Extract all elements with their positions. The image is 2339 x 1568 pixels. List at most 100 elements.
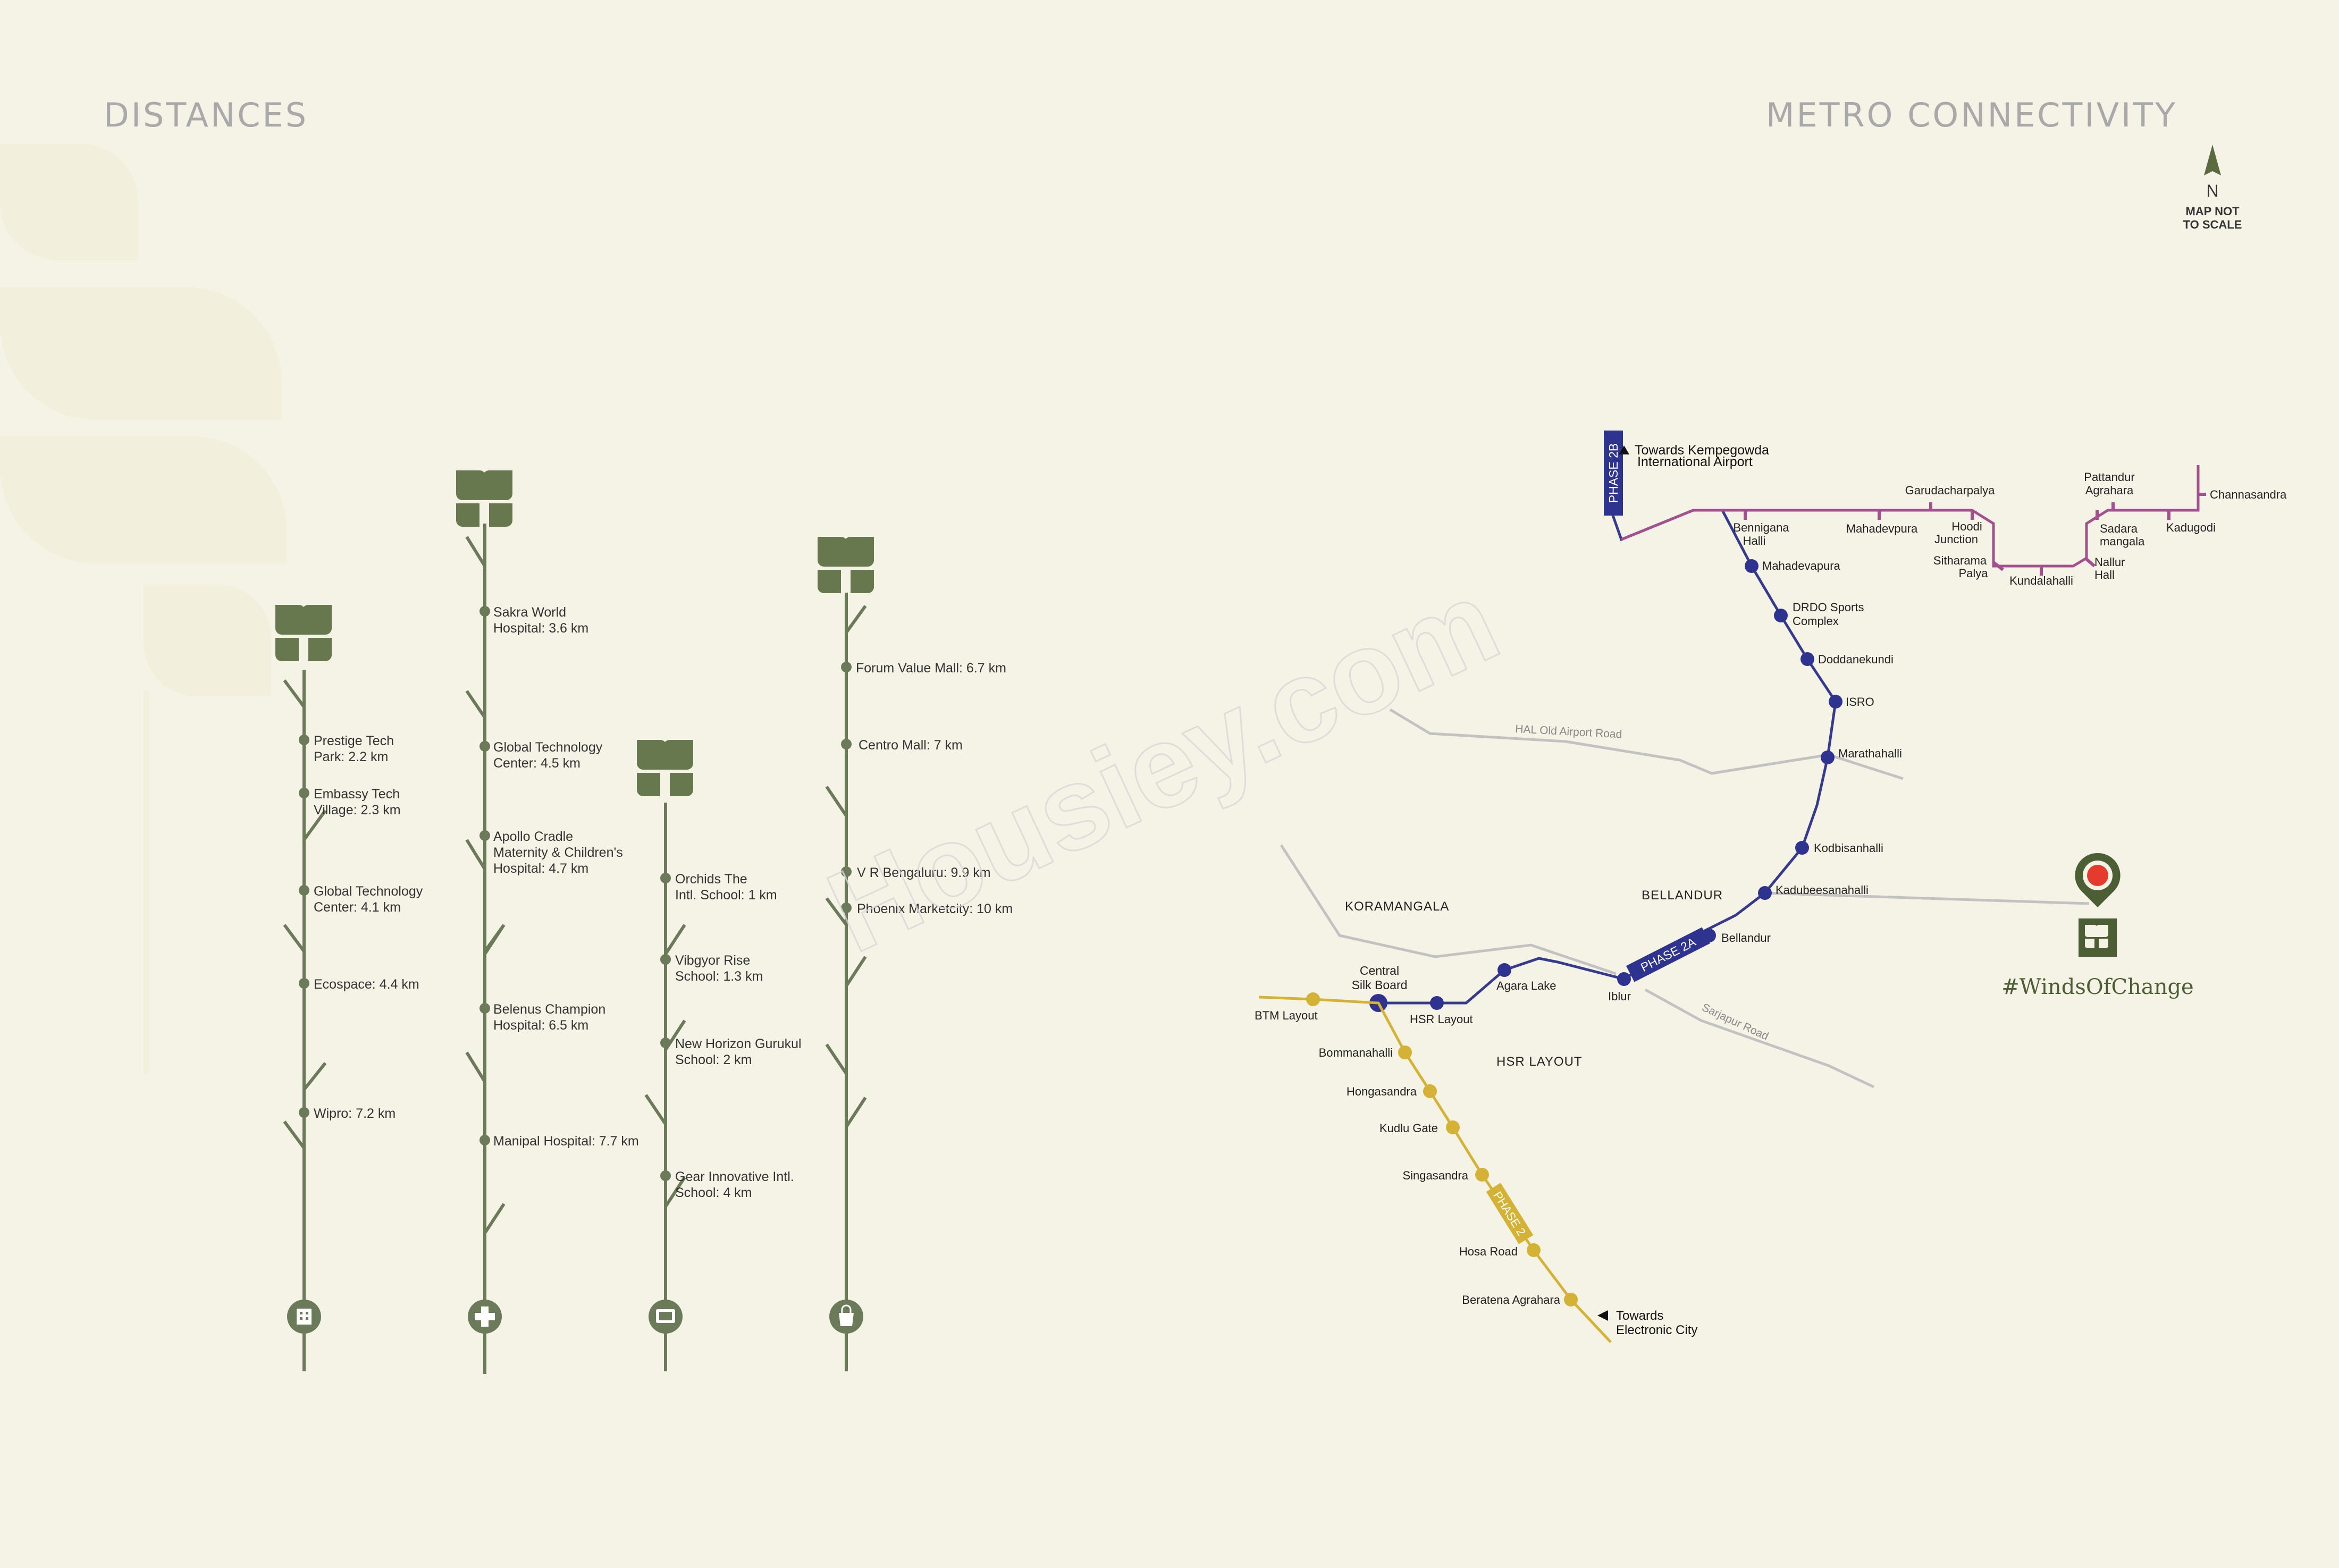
north-triangle-icon xyxy=(1619,445,1629,454)
leaf-logo-icon xyxy=(275,605,332,661)
area-label: KORAMANGALA xyxy=(1345,899,1449,914)
svg-text:BTM Layout: BTM Layout xyxy=(1255,1009,1318,1022)
road-label: Sarjapur Road xyxy=(1700,1001,1770,1043)
metro-station xyxy=(1398,1046,1412,1059)
svg-text:Agara Lake: Agara Lake xyxy=(1496,979,1556,992)
svg-text:Bellandur: Bellandur xyxy=(1721,931,1771,945)
svg-text:Hongasandra: Hongasandra xyxy=(1347,1085,1417,1098)
metro-station xyxy=(1800,652,1814,666)
metro-station xyxy=(1446,1120,1460,1134)
distance-label: Embassy Tech xyxy=(314,787,400,802)
metro-yellow-line: PHASE 2 BTM Layout Bommanahalli Hongasan… xyxy=(1255,992,1697,1343)
metro-station xyxy=(1702,929,1716,942)
svg-text:Iblur: Iblur xyxy=(1608,990,1631,1003)
watermark-text: Housiey.com xyxy=(810,555,1517,977)
metro-station xyxy=(1745,559,1759,573)
distance-label: Ecospace: 4.4 km xyxy=(314,977,419,992)
svg-text:Marathahalli: Marathahalli xyxy=(1838,747,1902,760)
metro-station xyxy=(1829,695,1842,709)
distance-label: Belenus Champion xyxy=(493,1002,605,1017)
metro-station xyxy=(1527,1243,1541,1257)
svg-text:Doddanekundi: Doddanekundi xyxy=(1818,653,1894,666)
metro-station xyxy=(1430,996,1444,1010)
north-compass: N MAP NOT TO SCALE xyxy=(2183,145,2242,231)
distance-label: Centro Mall: 7 km xyxy=(859,738,963,753)
distance-label: Orchids The xyxy=(675,872,747,887)
sarjapur-road xyxy=(1644,988,1875,1089)
metro-station xyxy=(1617,972,1631,986)
distance-column-malls: Forum Value Mall: 6.7 km Centro Mall: 7 … xyxy=(818,537,1013,1371)
distance-label: Wipro: 7.2 km xyxy=(314,1106,396,1121)
distance-label: New Horizon Gurukul xyxy=(675,1036,802,1051)
svg-text:Garudacharpalya: Garudacharpalya xyxy=(1905,484,1996,497)
leaf-logo-icon xyxy=(456,470,512,527)
phase-2b-badge: PHASE 2B xyxy=(1604,431,1623,516)
svg-text:Hosa Road: Hosa Road xyxy=(1459,1245,1518,1258)
central-road xyxy=(1280,844,1617,975)
svg-text:Bommanahalli: Bommanahalli xyxy=(1319,1046,1393,1059)
metro-station xyxy=(1497,963,1511,977)
compass-letter: N xyxy=(2206,181,2218,200)
phase-2a-badge: PHASE 2A xyxy=(1626,927,1710,982)
svg-text:Kundalahalli: Kundalahalli xyxy=(2009,574,2073,587)
svg-text:Kodbisanhalli: Kodbisanhalli xyxy=(1814,841,1883,855)
svg-text:Mahadevpura: Mahadevpura xyxy=(1846,522,1918,535)
road-label: HAL Old Airport Road xyxy=(1515,723,1622,740)
svg-text:Mahadevapura: Mahadevapura xyxy=(1762,559,1841,572)
road-to-site xyxy=(1762,891,2090,905)
metro-connectivity-heading: METRO CONNECTIVITY xyxy=(1766,96,2177,134)
roads xyxy=(1280,708,2090,1089)
svg-text:Singasandra: Singasandra xyxy=(1402,1169,1468,1182)
metro-station xyxy=(1423,1084,1437,1098)
metro-station xyxy=(1774,609,1788,622)
distances-heading: DISTANCES xyxy=(104,96,308,134)
compass-note-line1: MAP NOT xyxy=(2185,205,2240,218)
svg-text:HSR Layout: HSR Layout xyxy=(1410,1013,1473,1026)
metro-station xyxy=(1475,1168,1489,1182)
svg-text:Channasandra: Channasandra xyxy=(2210,488,2287,501)
distance-label: Apollo Cradle xyxy=(493,829,573,844)
svg-text:PHASE 2: PHASE 2 xyxy=(1491,1189,1528,1238)
leaf-logo-icon xyxy=(637,740,693,796)
towards-triangle-icon xyxy=(1597,1310,1608,1321)
phase-2-badge: PHASE 2 xyxy=(1486,1183,1534,1244)
svg-text:Kadugodi: Kadugodi xyxy=(2166,521,2216,534)
svg-text:Kudlu Gate: Kudlu Gate xyxy=(1379,1122,1438,1135)
metro-station xyxy=(1564,1293,1578,1306)
brand-logo-icon xyxy=(2079,918,2117,957)
distance-label: Prestige Tech xyxy=(314,734,394,748)
distance-label: Forum Value Mall: 6.7 km xyxy=(856,661,1006,676)
distance-label: Manipal Hospital: 7.7 km xyxy=(493,1134,639,1149)
svg-text:PHASE 2A: PHASE 2A xyxy=(1638,935,1698,975)
compass-note-line2: TO SCALE xyxy=(2183,218,2242,231)
metro-station xyxy=(1795,841,1809,855)
distance-label: Global Technology xyxy=(314,884,423,899)
area-label: BELLANDUR xyxy=(1642,888,1723,903)
background-leaf-pattern xyxy=(0,144,287,1074)
svg-text:Kadubeesanahalli: Kadubeesanahalli xyxy=(1776,883,1869,897)
distance-label: Vibgyor Rise xyxy=(675,953,750,968)
svg-text:Gear Innovative Intl.School: 4: Gear Innovative Intl.School: 4 km xyxy=(675,1169,794,1200)
